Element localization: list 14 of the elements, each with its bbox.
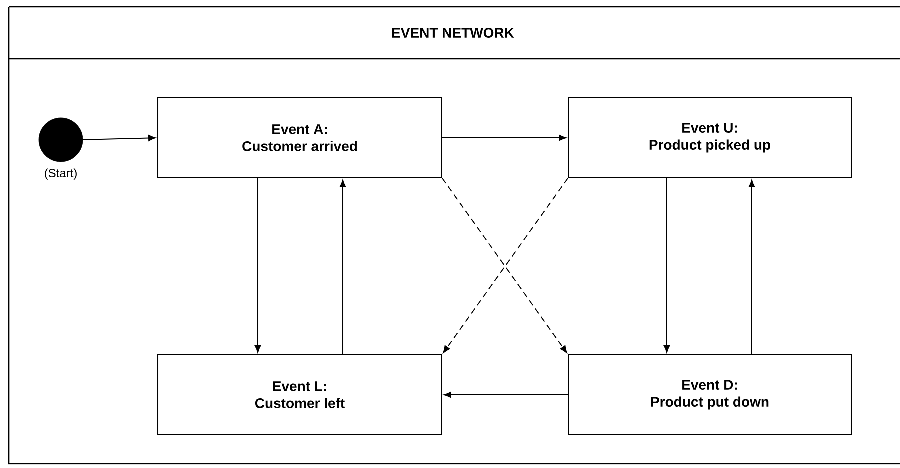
arrow [442,134,566,142]
event-box: Event D: Product put down [568,354,852,436]
event-box: Event A: Customer arrived [158,98,442,178]
title: EVENT NETWORK [392,28,514,38]
arrow [82,135,156,142]
node-caption: (Start) [45,168,77,180]
arrow [748,180,756,355]
arrow [444,392,568,398]
event-box: Event L: Customer left [158,354,442,436]
arrow [340,180,346,355]
event-box: Event U: Product picked up [568,98,852,178]
arrow [664,178,670,353]
start-circle [38,118,84,162]
arrow [254,178,262,353]
